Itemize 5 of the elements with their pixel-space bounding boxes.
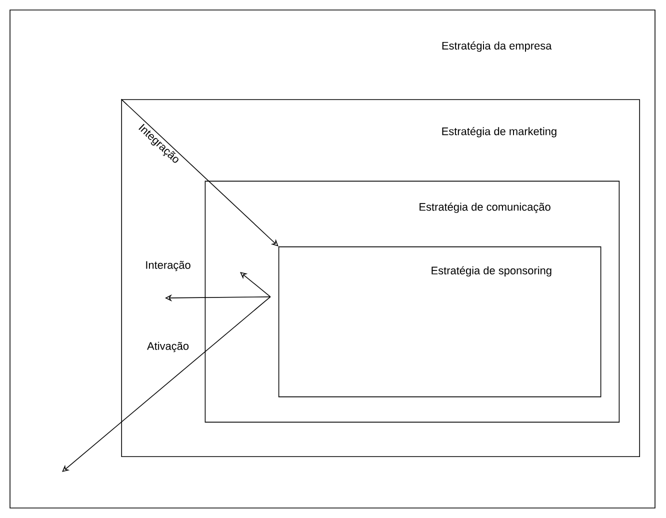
arrow-label: Ativação: [147, 342, 189, 352]
arrow: [62, 296, 271, 472]
strategy-box: Estratégia de sponsoring: [278, 246, 602, 398]
arrow: [240, 272, 271, 298]
arrow-label: Interação: [146, 260, 190, 272]
